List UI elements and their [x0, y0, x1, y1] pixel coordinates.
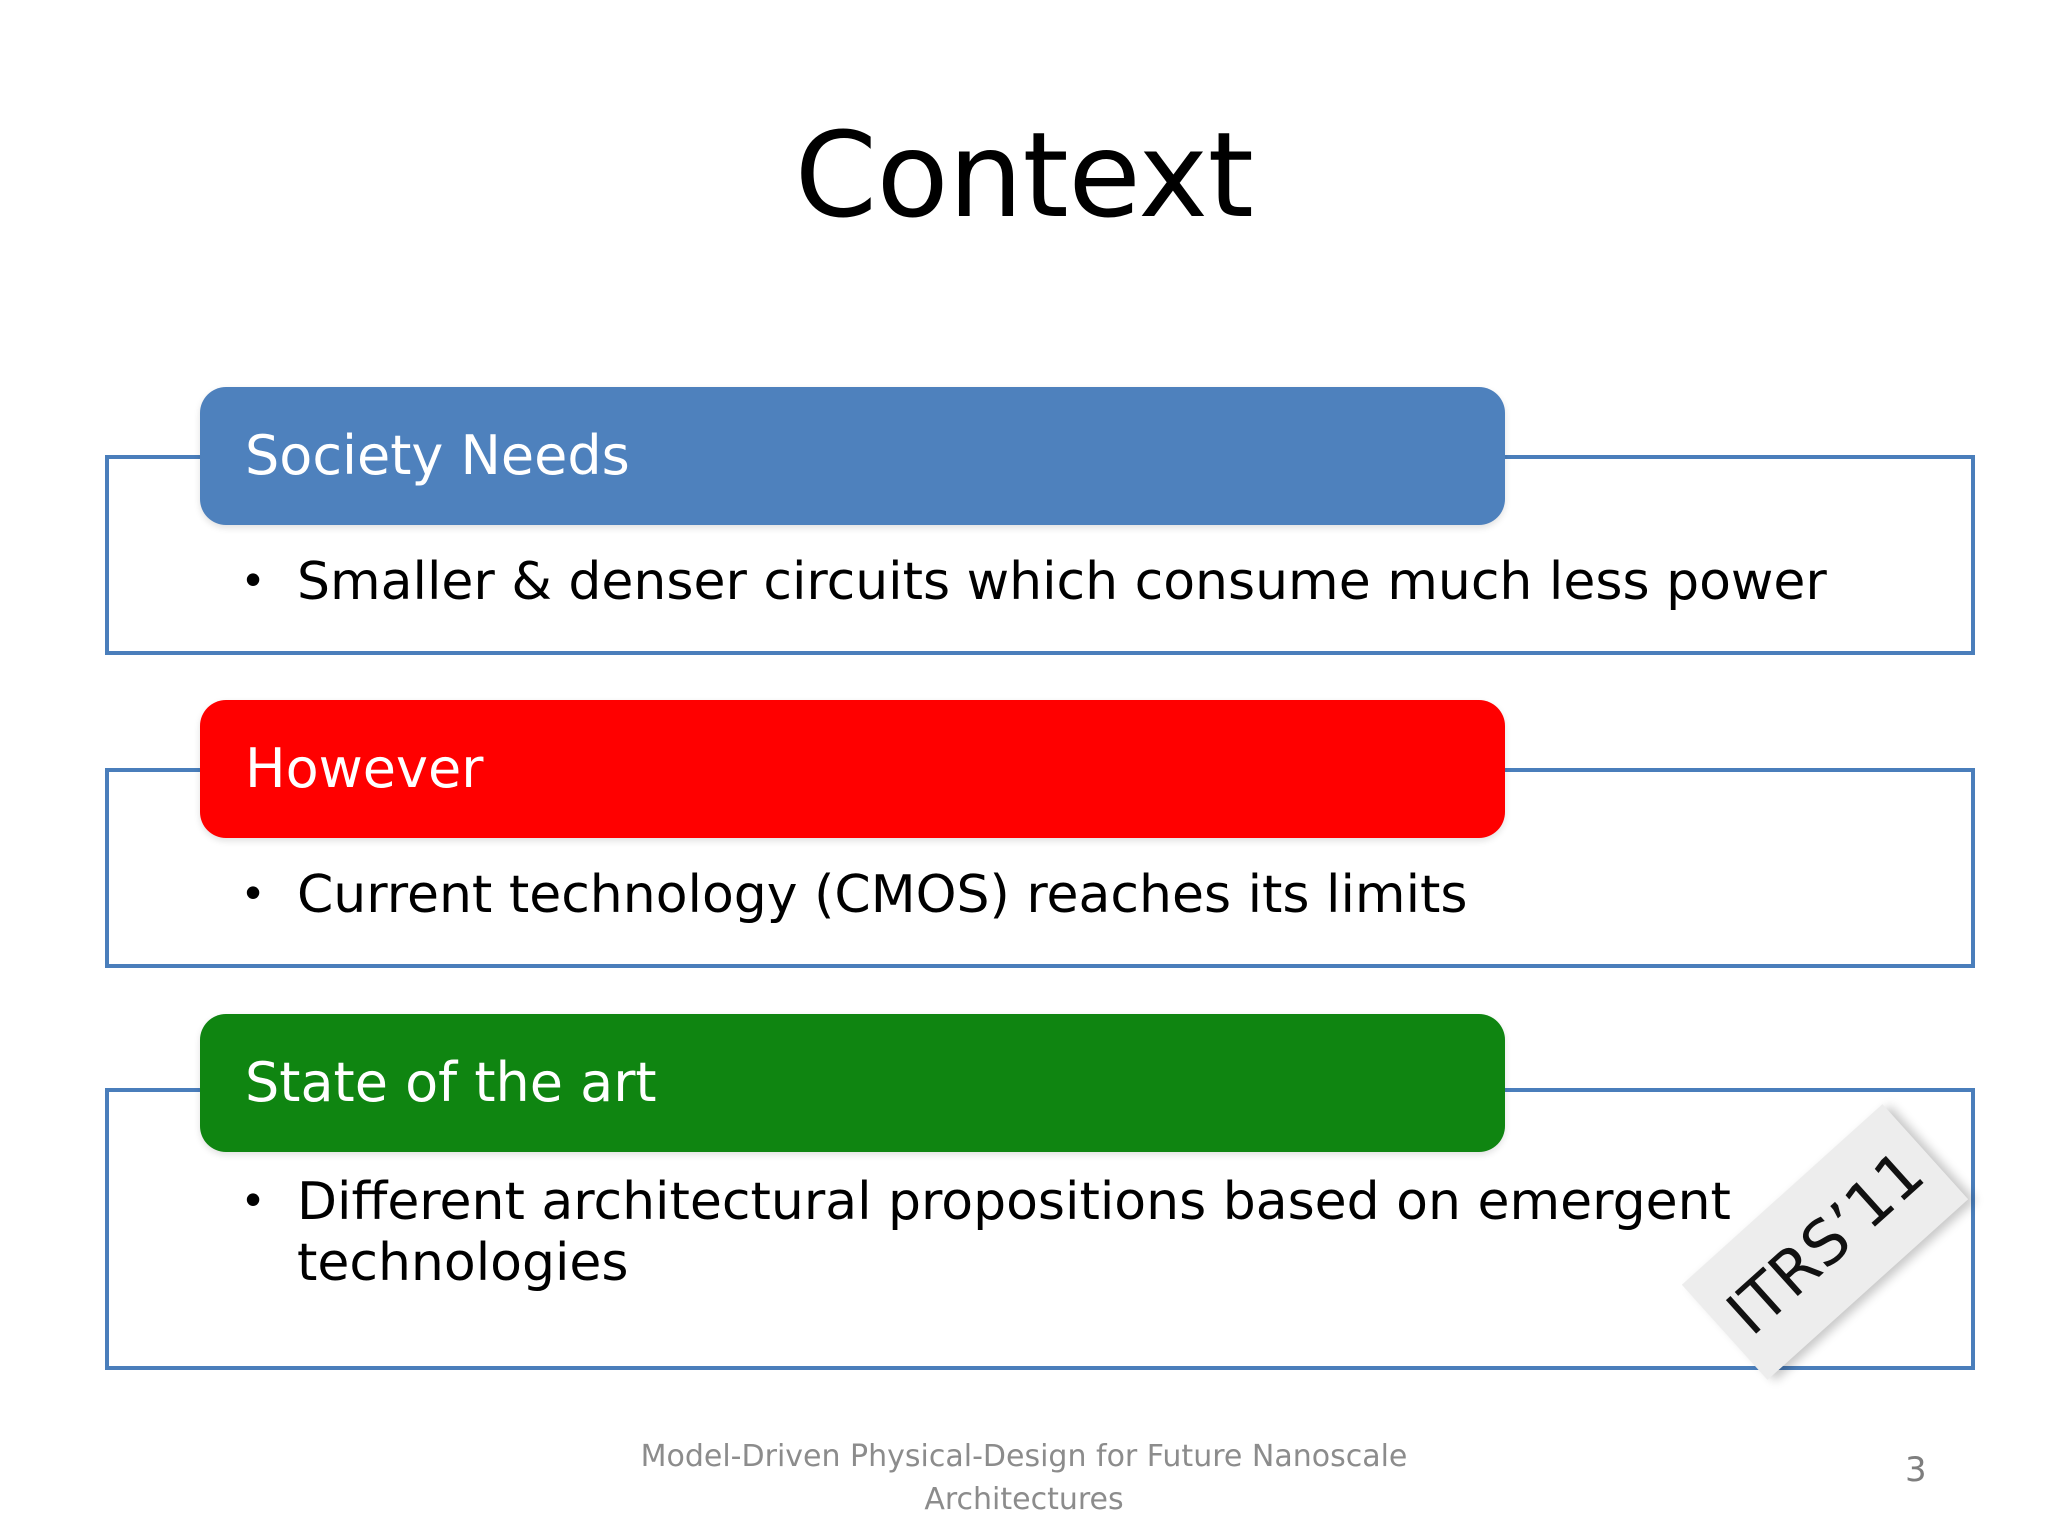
- block-header-state-of-the-art[interactable]: State of the art: [200, 1014, 1505, 1152]
- page-title: Context: [794, 106, 1254, 244]
- bullet-text: Smaller & denser circuits which consume …: [297, 552, 1827, 612]
- block-body: • Smaller & denser circuits which consum…: [245, 552, 1925, 613]
- bullet-text: Current technology (CMOS) reaches its li…: [297, 865, 1468, 925]
- bullet-marker-icon: •: [245, 553, 262, 605]
- block-body: • Current technology (CMOS) reaches its …: [245, 865, 1925, 926]
- block-header-label: Society Needs: [245, 424, 630, 488]
- block-header-label: State of the art: [245, 1051, 657, 1115]
- footer-presentation-title: Model-Driven Physical-Design for Future …: [640, 1439, 1408, 1517]
- bullet-text: Different architectural propositions bas…: [297, 1172, 1731, 1294]
- block-header-however[interactable]: However: [200, 700, 1505, 838]
- page-number: 3: [1905, 1450, 1927, 1490]
- block-header-society-needs[interactable]: Society Needs: [200, 387, 1505, 525]
- bullet-marker-icon: •: [245, 1173, 262, 1225]
- block-body: • Different architectural propositions b…: [245, 1172, 1925, 1295]
- block-header-label: However: [245, 737, 484, 801]
- bullet-marker-icon: •: [245, 866, 262, 918]
